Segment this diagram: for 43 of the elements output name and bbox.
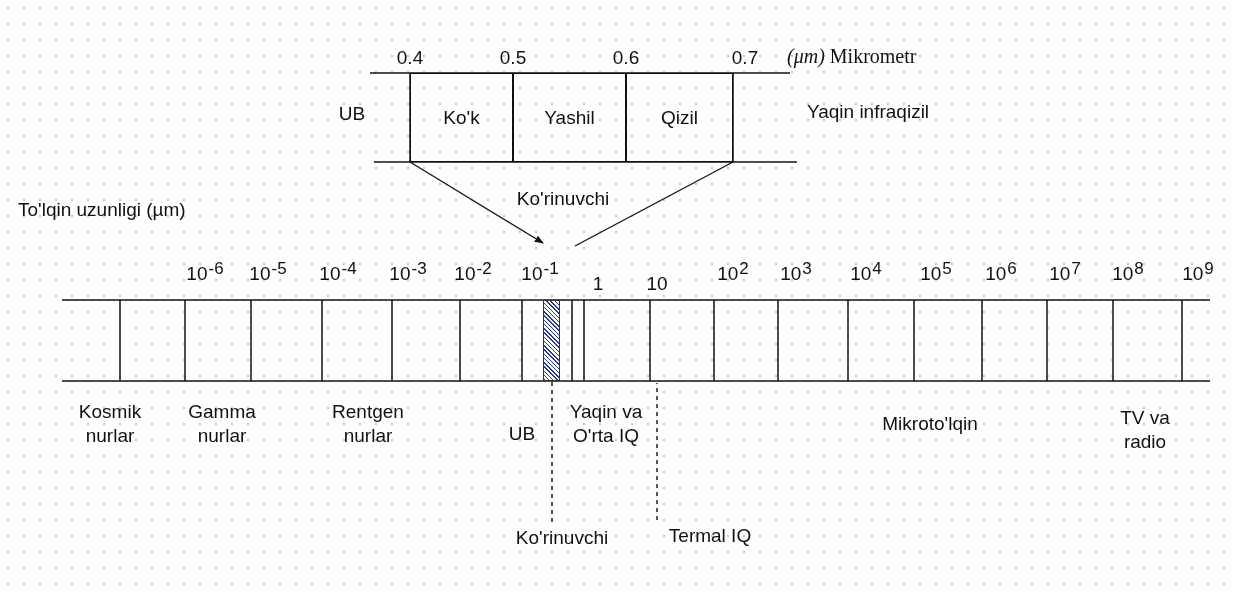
band-label: Termal IQ (668, 525, 752, 547)
band-label: TV va radio (1119, 406, 1171, 454)
axis-title: (μm) Mikrometr (787, 44, 917, 69)
band-label: Yashil (544, 106, 595, 129)
tick-label: 10$^{-1}$ (521, 262, 559, 286)
tick-label: 10$^{9}$ (1182, 262, 1214, 286)
tick-label: 10$^{-4}$ (319, 262, 357, 286)
band-label: Qizil (661, 106, 698, 129)
color-box (626, 73, 733, 162)
tick-label: 10$^{-5}$ (249, 262, 287, 286)
band-label: UB (338, 102, 366, 126)
axis-title: To'lqin uzunligi (µm) (18, 198, 186, 222)
band-label: Gamma nurlar (187, 400, 257, 448)
tick-label: 10 (646, 272, 668, 296)
hatched-band (543, 300, 560, 381)
band-label: Yaqin infraqizil (806, 100, 930, 124)
tick-label: 10$^{-2}$ (454, 262, 492, 286)
tick-label: 10$^{4}$ (850, 262, 882, 286)
tick-label: 10$^{3}$ (780, 262, 812, 286)
color-box (410, 73, 513, 162)
band-label: Ko'rinuvchi (516, 187, 610, 211)
tick-label: 0.4 (396, 46, 424, 70)
leader-line (656, 382, 658, 521)
tick-label: 10$^{8}$ (1112, 262, 1144, 286)
tick-label: 0.6 (612, 46, 640, 70)
band-label: Ko'k (443, 106, 480, 129)
leader-line (551, 380, 553, 523)
tick-label: 10$^{5}$ (920, 262, 952, 286)
tick-label: 10$^{-3}$ (389, 262, 427, 286)
tick-label: 1 (592, 272, 604, 296)
tick-label: 10$^{2}$ (717, 262, 749, 286)
band-label: Ko'rinuvchi (515, 527, 609, 549)
tick-label: 10$^{6}$ (985, 262, 1017, 286)
tick-label: 0.5 (499, 46, 527, 70)
color-box (513, 73, 626, 162)
band-label: Mikroto'lqin (882, 412, 978, 436)
tick-label: 10$^{7}$ (1049, 262, 1081, 286)
tick-label: 10$^{-6}$ (186, 262, 224, 286)
band-label: Rentgen nurlar (331, 400, 405, 448)
band-label: Kosmik nurlar (77, 400, 143, 448)
band-label: Yaqin va O'rta IQ (568, 400, 644, 448)
tick-label: 0.7 (731, 46, 759, 70)
band-label: UB (508, 422, 536, 446)
